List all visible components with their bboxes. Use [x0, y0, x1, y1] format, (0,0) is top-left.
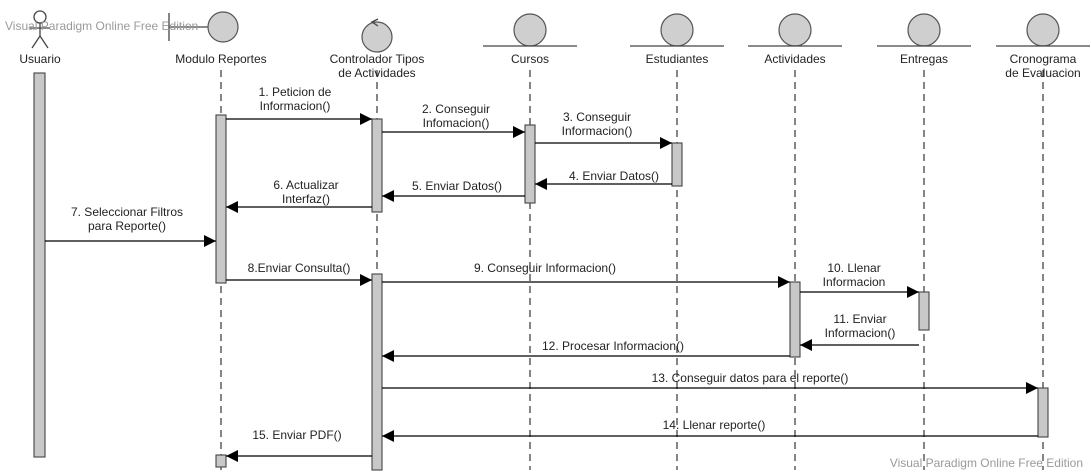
participant-label-actividades-line: Actividades [764, 52, 825, 66]
participant-modulo: Modulo Reportes [168, 11, 267, 66]
participant-label-entregas: Entregas [900, 52, 948, 66]
message-4: 4. Enviar Datos() [535, 169, 672, 190]
entity-icon [630, 13, 724, 47]
message-label-line: 11. Enviar [833, 312, 886, 326]
participant-label-cronograma-line: de Evaluacion [1005, 66, 1080, 80]
message-label-line: Interfaz() [282, 192, 330, 206]
message-label: 14. Llenar reporte() [663, 418, 766, 432]
message-label-line: Informacion() [260, 99, 331, 113]
message-label-line: Informacion() [562, 124, 633, 138]
participant-label-estudiantes: Estudiantes [646, 52, 709, 66]
message-label-line: 15. Enviar PDF() [252, 428, 341, 442]
entity-icon [748, 13, 842, 47]
activation-actividades [789, 281, 801, 358]
message-label-line: Informacion() [825, 326, 896, 340]
message-15: 15. Enviar PDF() [226, 428, 372, 462]
participant-estudiantes: Estudiantes [630, 13, 724, 66]
entity-icon [996, 13, 1090, 47]
participant-usuario: Usuario [19, 10, 61, 66]
message-label-line: 7. Seleccionar Filtros [71, 205, 183, 219]
message-label-line: 3. Conseguir [563, 110, 631, 124]
participant-label-actividades: Actividades [764, 52, 825, 66]
message-label-line: 5. Enviar Datos() [412, 179, 502, 193]
participant-label-cursos: Cursos [511, 52, 549, 66]
participant-label-modulo: Modulo Reportes [175, 52, 266, 66]
message-14: 14. Llenar reporte() [382, 418, 1038, 442]
participant-label-usuario-line: Usuario [19, 52, 61, 66]
message-label: 12. Procesar Informacion() [542, 339, 684, 353]
watermark-top: Visual Paradigm Online Free Edition [5, 19, 198, 33]
activation-modulo [215, 114, 227, 284]
message-label-line: Informacion [823, 275, 886, 289]
message-5: 5. Enviar Datos() [382, 179, 525, 202]
activation-cronograma [1037, 387, 1049, 438]
participant-cursos: Cursos [483, 13, 577, 66]
participant-label-estudiantes-line: Estudiantes [646, 52, 709, 66]
participant-actividades: Actividades [748, 13, 842, 66]
activation-controlador [371, 118, 383, 213]
message-12: 12. Procesar Informacion() [382, 339, 790, 362]
entity-icon [877, 13, 971, 47]
activation-cursos [524, 124, 536, 204]
participant-entregas: Entregas [877, 13, 971, 66]
boundary-icon [168, 11, 239, 43]
participant-label-controlador-line: Controlador Tipos [330, 52, 425, 66]
activation-usuario [33, 72, 46, 458]
participant-label-controlador-line: de Actividades [338, 66, 415, 80]
control-icon [361, 18, 393, 53]
message-label-line: 13. Conseguir datos para el reporte() [652, 371, 849, 385]
message-label: 4. Enviar Datos() [569, 169, 659, 183]
message-label-line: Infomacion() [423, 116, 490, 130]
message-label-line: 10. Llenar [827, 261, 880, 275]
entity-icon [483, 13, 577, 47]
participant-label-cronograma-line: Cronograma [1010, 52, 1077, 66]
participant-label-entregas-line: Entregas [900, 52, 948, 66]
message-8: 8.Enviar Consulta() [226, 261, 372, 286]
message-label-line: 14. Llenar reporte() [663, 418, 766, 432]
activation-entregas [918, 291, 930, 331]
participant-label-usuario: Usuario [19, 52, 61, 66]
message-label-line: 8.Enviar Consulta() [248, 261, 351, 275]
actor-icon [30, 10, 50, 49]
participant-label-modulo-line: Modulo Reportes [175, 52, 266, 66]
message-label-line: 6. Actualizar [273, 178, 338, 192]
message-label-line: 1. Peticion de [259, 85, 332, 99]
message-label: 15. Enviar PDF() [252, 428, 341, 442]
message-label: 5. Enviar Datos() [412, 179, 502, 193]
message-label-line: 2. Conseguir [422, 102, 490, 116]
participant-label-cursos-line: Cursos [511, 52, 549, 66]
message-label-line: 12. Procesar Informacion() [542, 339, 684, 353]
message-label-line: 9. Conseguir Informacion() [474, 261, 616, 275]
activation-modulo [215, 454, 227, 468]
activation-controlador [371, 273, 383, 471]
activation-estudiantes [671, 142, 683, 187]
message-label: 8.Enviar Consulta() [248, 261, 351, 275]
watermark-bottom: Visual Paradigm Online Free Edition [890, 456, 1083, 470]
message-9: 9. Conseguir Informacion() [382, 261, 790, 288]
message-label-line: 4. Enviar Datos() [569, 169, 659, 183]
message-label: 9. Conseguir Informacion() [474, 261, 616, 275]
message-label-line: para Reporte() [88, 219, 166, 233]
message-13: 13. Conseguir datos para el reporte() [382, 371, 1038, 394]
message-label: 13. Conseguir datos para el reporte() [652, 371, 849, 385]
